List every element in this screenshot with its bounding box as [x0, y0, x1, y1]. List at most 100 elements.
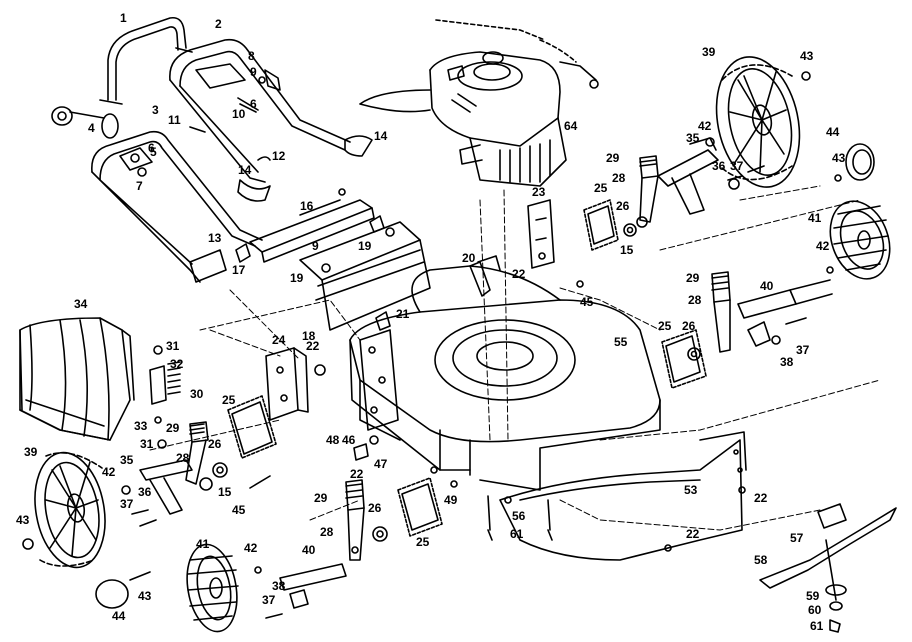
- part-label-22: 22: [306, 339, 320, 353]
- part-label-44: 44: [112, 609, 126, 623]
- lever-right-upper: [639, 155, 659, 223]
- reference-lines: [149, 185, 881, 531]
- part-label-42: 42: [816, 239, 830, 253]
- part-label-28: 28: [688, 293, 702, 307]
- part-label-10: 10: [232, 107, 246, 121]
- part-label-31: 31: [140, 437, 154, 451]
- part-label-21: 21: [396, 307, 410, 321]
- adjuster-23: [527, 199, 555, 269]
- upper-handle: [99, 16, 193, 105]
- lever-left-upper: [185, 421, 209, 485]
- part-label-26: 26: [682, 319, 696, 333]
- part-label-34: 34: [74, 297, 88, 311]
- handle-hardware: [130, 69, 373, 202]
- part-label-26: 26: [368, 501, 382, 515]
- part-label-22: 22: [350, 467, 364, 481]
- part-label-57: 57: [790, 531, 804, 545]
- part-label-40: 40: [302, 543, 316, 557]
- part-label-47: 47: [374, 457, 388, 471]
- part-label-38: 38: [272, 579, 286, 593]
- part-label-22: 22: [512, 267, 526, 281]
- part-label-43: 43: [16, 513, 30, 527]
- part-label-4: 4: [88, 121, 95, 135]
- part-label-41: 41: [808, 211, 822, 225]
- gear-plate-right-lower: [661, 329, 707, 389]
- part-label-42: 42: [102, 465, 116, 479]
- part-label-41: 41: [196, 537, 210, 551]
- part-label-44: 44: [826, 125, 840, 139]
- dash-line: [539, 39, 577, 63]
- throttle-cable: [359, 89, 431, 113]
- part-label-28: 28: [612, 171, 626, 185]
- blade-assembly: [759, 503, 897, 633]
- part-label-35: 35: [120, 453, 134, 467]
- part-label-43: 43: [832, 151, 846, 165]
- part-label-42: 42: [244, 541, 258, 555]
- part-label-29: 29: [606, 151, 620, 165]
- part-label-56: 56: [512, 509, 526, 523]
- part-label-25: 25: [594, 181, 608, 195]
- bracket-13: [189, 243, 251, 283]
- part-label-6: 6: [250, 97, 257, 111]
- axle-left-upper: [121, 459, 193, 527]
- part-label-33: 33: [134, 419, 148, 433]
- rear-wheel-right: [715, 56, 811, 188]
- misc-hardware: [249, 280, 746, 552]
- part-label-28: 28: [176, 451, 190, 465]
- part-label-15: 15: [218, 485, 232, 499]
- baffle: [499, 431, 747, 561]
- part-label-3: 3: [152, 103, 159, 117]
- part-label-39: 39: [702, 45, 716, 59]
- lower-handle: [169, 38, 351, 183]
- rear-wheel-left: [34, 451, 106, 569]
- part-label-53: 53: [684, 483, 698, 497]
- part-label-38: 38: [780, 355, 794, 369]
- part-label-25: 25: [416, 535, 430, 549]
- part-label-19: 19: [290, 271, 304, 285]
- lever-center: [345, 479, 365, 561]
- part-label-48: 48: [326, 433, 340, 447]
- part-label-32: 32: [170, 357, 184, 371]
- part-label-37: 37: [796, 343, 810, 357]
- front-wheel-right: [829, 200, 891, 280]
- part-label-36: 36: [138, 485, 152, 499]
- front-wheel-left: [22, 538, 239, 633]
- part-label-19: 19: [358, 239, 372, 253]
- part-label-37: 37: [730, 159, 744, 173]
- part-label-25: 25: [658, 319, 672, 333]
- part-label-29: 29: [166, 421, 180, 435]
- part-label-5: 5: [150, 145, 157, 159]
- part-label-64: 64: [564, 119, 578, 133]
- bushings: [199, 216, 701, 542]
- part-label-29: 29: [686, 271, 700, 285]
- part-label-17: 17: [232, 263, 246, 277]
- part-label-37: 37: [262, 593, 276, 607]
- part-label-43: 43: [138, 589, 152, 603]
- part-label-31: 31: [166, 339, 180, 353]
- part-label-22: 22: [754, 491, 768, 505]
- part-label-36: 36: [712, 159, 726, 173]
- hub-cap-left: [95, 571, 151, 609]
- part-label-13: 13: [208, 231, 222, 245]
- part-label-59: 59: [806, 589, 820, 603]
- mower-deck: [349, 265, 661, 491]
- part-label-60: 60: [808, 603, 822, 617]
- part-label-15: 15: [620, 243, 634, 257]
- part-label-61: 61: [510, 527, 524, 541]
- gear-plate-right-upper: [583, 199, 619, 251]
- axle-right-lower: [737, 266, 834, 347]
- part-label-2: 2: [215, 17, 222, 31]
- spring-assembly: [149, 345, 181, 449]
- axle-left-lower: [254, 563, 347, 619]
- part-label-12: 12: [272, 149, 286, 163]
- rear-flap: [299, 215, 431, 331]
- part-label-23: 23: [532, 185, 546, 199]
- part-label-26: 26: [616, 199, 630, 213]
- part-label-14: 14: [238, 163, 252, 177]
- gear-plate-left: [227, 395, 277, 459]
- side-plate: [359, 311, 399, 431]
- part-label-7: 7: [136, 179, 143, 193]
- part-label-16: 16: [300, 199, 314, 213]
